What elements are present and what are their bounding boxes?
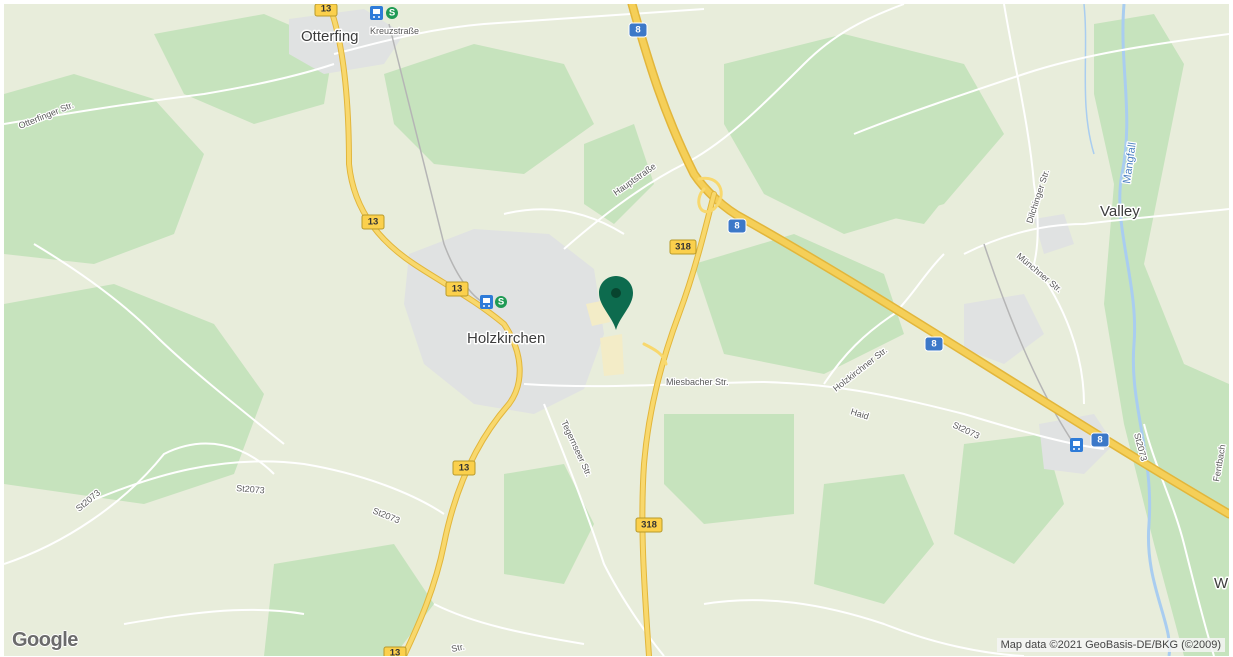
svg-text:S: S: [498, 297, 504, 308]
svg-text:13: 13: [390, 648, 401, 657]
s-bahn-icon[interactable]: S: [386, 7, 398, 19]
svg-text:8: 8: [635, 25, 640, 36]
shield-b318-north: 318: [669, 239, 697, 255]
map-attribution[interactable]: Map data ©2021 GeoBasis-DE/BKG (©2009): [996, 638, 1225, 652]
shield-a8-east: 8: [924, 336, 944, 352]
place-label-valley: Valley: [1100, 203, 1140, 220]
train-station-icon[interactable]: [370, 6, 383, 20]
svg-text:13: 13: [368, 217, 379, 228]
shield-b318-south: 318: [635, 517, 663, 533]
train-station-icon[interactable]: [1070, 438, 1083, 452]
svg-text:8: 8: [734, 221, 739, 232]
stream: [1083, 4, 1095, 155]
street-label-kreuzstrasse: Kreuzstraße: [370, 26, 419, 36]
google-logo: Google: [12, 629, 78, 651]
svg-text:13: 13: [459, 463, 470, 474]
shield-a8-far: 8: [1090, 432, 1110, 448]
svg-text:S: S: [389, 8, 395, 19]
street-label-str-bottom: Str.: [450, 641, 465, 654]
river-mangfall: [1118, 4, 1172, 656]
shield-b13-south: 13: [452, 460, 476, 476]
shield-b13-top: 13: [314, 4, 338, 17]
shield-b13-mid: 13: [361, 214, 385, 230]
street-label-st2073-southwest: St2073: [236, 483, 265, 495]
rail-line: [388, 23, 1075, 445]
map-canvas[interactable]: 13 13 13 13 13 318 318 8 8 8 8: [4, 4, 1229, 656]
map-layer: 13 13 13 13 13 318 318 8 8 8 8: [4, 4, 1229, 656]
train-station-icon[interactable]: [480, 295, 493, 309]
svg-text:8: 8: [1097, 435, 1102, 446]
svg-text:318: 318: [675, 242, 691, 253]
shield-b13-bottom: 13: [383, 646, 407, 657]
svg-text:8: 8: [931, 339, 936, 350]
svg-text:13: 13: [452, 284, 463, 295]
highways: [326, 4, 1229, 656]
shield-a8-top: 8: [628, 22, 648, 38]
shield-b13-town: 13: [445, 281, 469, 297]
svg-text:13: 13: [321, 4, 332, 15]
map-pin-icon[interactable]: [599, 276, 633, 330]
place-label-otterfing: Otterfing: [301, 28, 359, 45]
shield-a8-mid: 8: [727, 218, 747, 234]
place-label-holzkirchen: Holzkirchen: [467, 330, 545, 347]
place-label-w: W: [1214, 575, 1229, 592]
street-label-miesbacher-str: Miesbacher Str.: [666, 377, 729, 387]
forest-areas: [4, 14, 1229, 656]
svg-text:318: 318: [641, 520, 657, 531]
s-bahn-icon[interactable]: S: [495, 296, 507, 308]
